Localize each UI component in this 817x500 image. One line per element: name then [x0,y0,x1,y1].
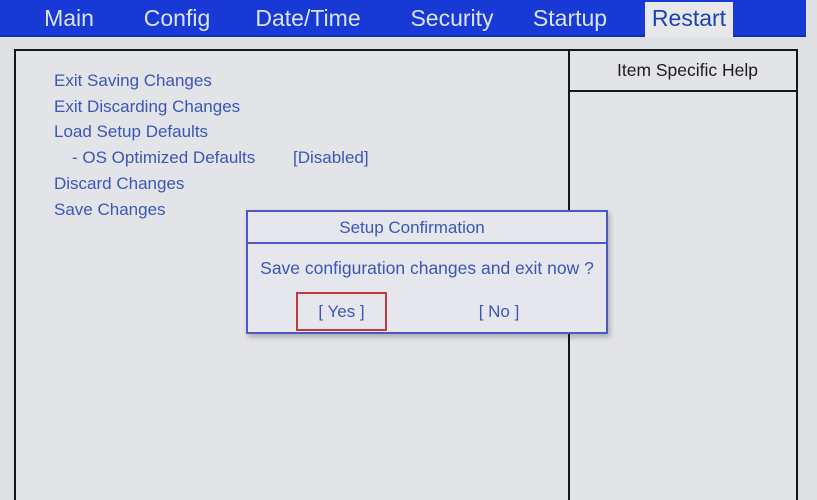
tab-startup[interactable]: Startup [532,5,608,31]
help-panel-title: Item Specific Help [616,60,759,80]
setup-confirmation-dialog: Setup Confirmation Save configuration ch… [246,210,608,334]
menu-bar: Main Config Date/Time Security Startup R… [0,0,806,37]
yes-button[interactable]: [ Yes ] [296,292,387,331]
menu-item-exit-saving-changes[interactable]: Exit Saving Changes [54,71,212,90]
help-panel-header: Item Specific Help [570,51,797,92]
tab-security[interactable]: Security [410,5,494,31]
menu-item-exit-discarding-changes[interactable]: Exit Discarding Changes [54,97,241,116]
dialog-title: Setup Confirmation [248,212,606,244]
tab-main[interactable]: Main [44,5,94,31]
menu-item-save-changes[interactable]: Save Changes [54,200,166,219]
menu-item-discard-changes[interactable]: Discard Changes [54,174,185,193]
dialog-message: Save configuration changes and exit now … [260,258,594,278]
menu-item-load-setup-defaults[interactable]: Load Setup Defaults [54,122,209,141]
tab-restart[interactable]: Restart [645,2,733,37]
no-button[interactable]: [ No ] [478,301,520,321]
menu-item-os-optimized-defaults[interactable]: - OS Optimized Defaults [72,148,256,167]
os-optimized-defaults-value: [Disabled] [293,148,369,167]
tab-config[interactable]: Config [143,5,211,31]
tab-date-time[interactable]: Date/Time [255,5,361,31]
